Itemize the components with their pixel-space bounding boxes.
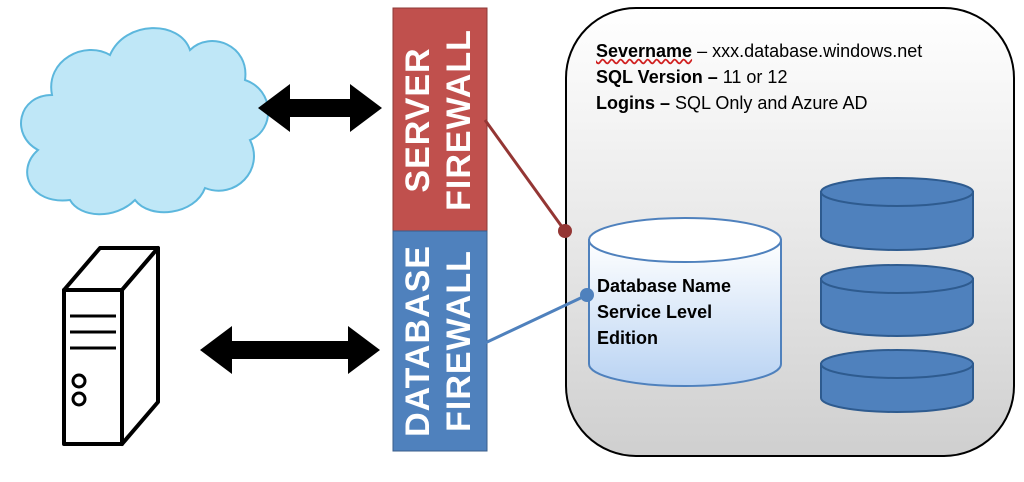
database-firewall-label-1: DATABASE: [399, 245, 437, 437]
server-firewall: [392, 7, 488, 232]
server-firewall-link-dot: [558, 224, 572, 238]
double-arrow-icon: [200, 326, 380, 374]
database-name-label: Database Name: [597, 276, 732, 296]
sql-version-value: 11 or 12: [717, 67, 788, 87]
service-level-label: Service Level: [597, 302, 713, 322]
logins-value: SQL Only and Azure AD: [670, 93, 868, 113]
double-arrow-icon: [258, 84, 382, 132]
database-firewall-link: [484, 293, 588, 345]
server-firewall-link: [483, 119, 567, 232]
server-firewall-label-2: FIREWALL: [440, 29, 478, 211]
severname-line: Severname – xxx.database.windows.net: [596, 38, 922, 64]
database-firewall-label-2: FIREWALL: [440, 250, 478, 432]
database-cylinder-icon: [820, 264, 974, 337]
severname-value: – xxx.database.windows.net: [692, 41, 923, 61]
database-cylinder-icon: [588, 217, 782, 387]
edition-label: Edition: [597, 328, 658, 348]
severname-label: Severname: [596, 41, 693, 61]
sql-version-line: SQL Version – 11 or 12: [596, 64, 922, 90]
database-firewall-link-dot: [580, 288, 594, 302]
logins-line: Logins – SQL Only and Azure AD: [596, 90, 922, 116]
database-cylinder-icon: [820, 349, 974, 413]
server-info: Severname – xxx.database.windows.net SQL…: [596, 38, 922, 116]
logins-label: Logins –: [596, 93, 671, 113]
sql-version-label: SQL Version –: [596, 67, 718, 87]
server-firewall-label-1: SERVER: [399, 47, 437, 192]
server-computer-icon: [62, 246, 160, 446]
database-cylinder-icon: [820, 177, 974, 251]
database-info: Database Name Service Level Edition: [597, 273, 731, 351]
cloud-icon: [20, 27, 270, 216]
